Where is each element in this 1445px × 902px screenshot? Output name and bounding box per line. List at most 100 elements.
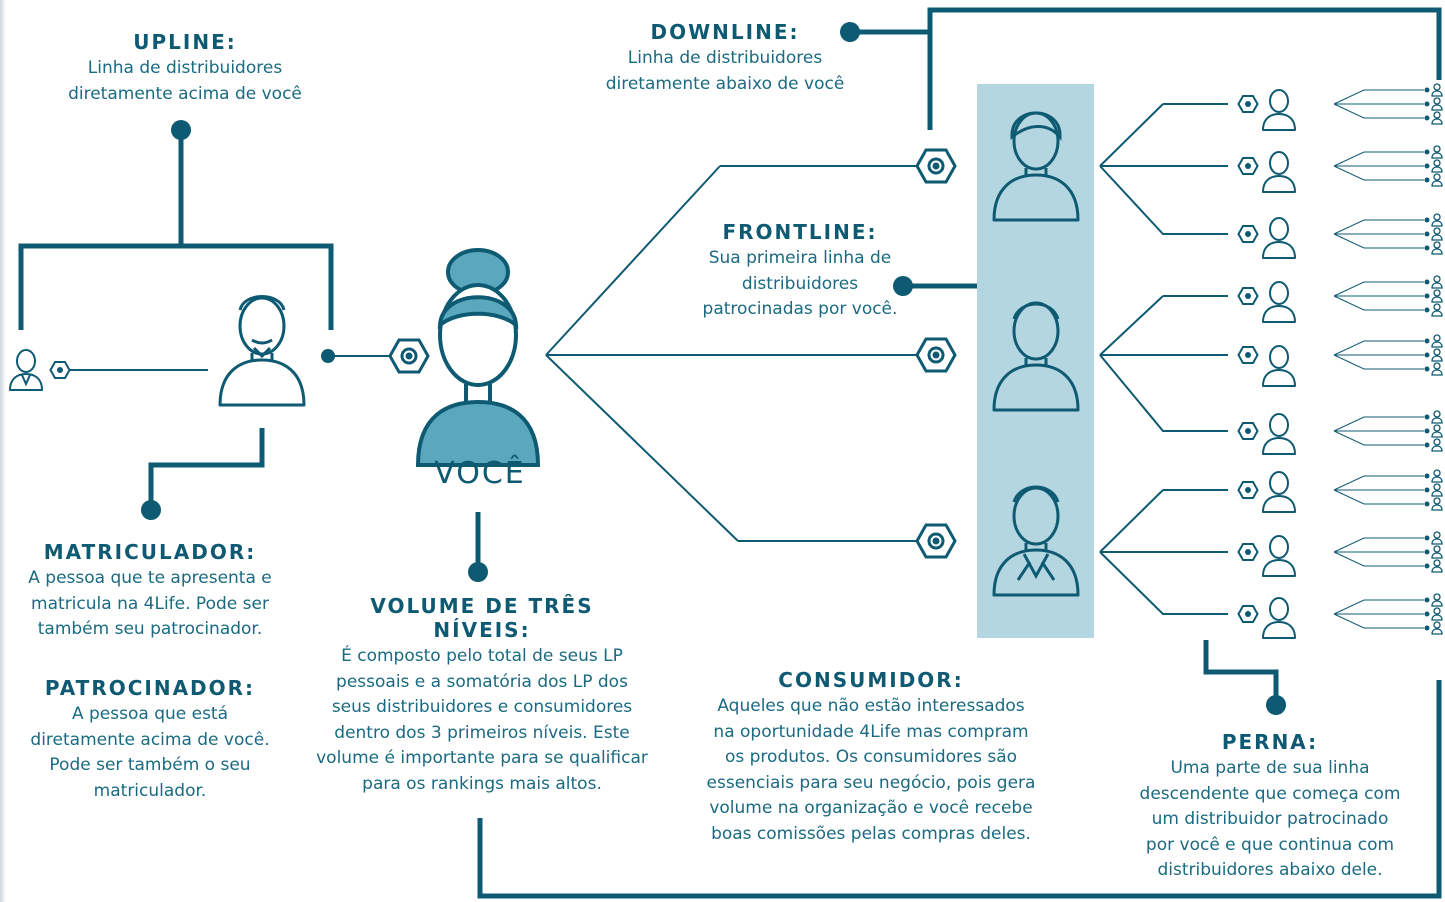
consumidor-desc-4: essenciais para seu negócio, pois gera — [706, 772, 1036, 793]
level-three-line — [1333, 537, 1424, 553]
patrocinador-desc-3: Pode ser também o seu — [49, 755, 251, 775]
tiny-person-icon — [1431, 275, 1443, 289]
level-three-line — [1333, 89, 1424, 105]
matriculador-desc-3: também seu patrocinador. — [37, 619, 263, 639]
businessman-icon — [992, 485, 1080, 597]
level-three-node — [1424, 597, 1430, 603]
tiny-person-icon — [1431, 497, 1443, 511]
frontline-desc-1: Sua primeira linha de — [708, 248, 892, 268]
frontline-fan — [545, 165, 920, 542]
tiny-person-icon — [1431, 593, 1443, 607]
tiny-person-icon — [1431, 213, 1443, 227]
level-three-node — [1424, 163, 1430, 169]
tiny-person-icon — [1431, 559, 1443, 573]
level-two-node — [1237, 95, 1259, 113]
tiny-person-icon — [1431, 410, 1443, 424]
man-icon — [1262, 471, 1296, 513]
matriculador-block: MATRICULADOR: A pessoa que te apresenta … — [4, 540, 296, 643]
level-three-node — [1424, 501, 1430, 507]
volume-desc-2: pessoais e a somatória dos LP dos — [336, 671, 628, 692]
man-mustache-icon — [218, 295, 306, 407]
consumidor-desc-2: na oportunidade 4Life mas compram — [713, 721, 1029, 742]
frontline-node-1 — [915, 148, 957, 184]
volume-title-1: VOLUME DE TRÊS — [370, 594, 594, 618]
frontline-node-2 — [915, 337, 957, 373]
upline-to-you-dot — [321, 349, 335, 363]
young-man-icon — [992, 301, 1080, 412]
level-three-line — [1333, 151, 1424, 167]
level-two-node — [1237, 543, 1259, 561]
bearded-man-icon — [1262, 535, 1296, 577]
tiny-person-icon — [1431, 159, 1443, 173]
level-three-node — [1424, 473, 1430, 479]
matriculador-desc-2: matricula na 4Life. Pode ser — [31, 593, 269, 614]
upline-title: UPLINE: — [133, 30, 237, 54]
volume-desc-3: seus distribuidores e consumidores — [331, 697, 633, 717]
level-three-line — [1333, 599, 1424, 615]
level-three-node — [1424, 338, 1430, 344]
level-three-node — [1424, 366, 1430, 372]
downline-pin-dot — [840, 22, 860, 42]
level-three-line — [1333, 416, 1424, 432]
tiny-person-icon — [1431, 438, 1443, 452]
downline-desc-2: diretamente abaixo de você — [605, 73, 845, 94]
upline-pin-dot — [171, 120, 191, 140]
tiny-person-icon — [1431, 362, 1443, 376]
level-three-node — [1424, 87, 1430, 93]
upline-bracket — [18, 130, 334, 330]
level-three-node — [1424, 177, 1430, 183]
level-three-line — [1333, 475, 1424, 491]
level-three-node — [1424, 279, 1430, 285]
perna-title: PERNA: — [1221, 730, 1319, 754]
perna-desc-5: distribuidores abaixo dele. — [1157, 860, 1383, 880]
level-three-node — [1424, 625, 1430, 631]
level-two-node — [1237, 157, 1259, 175]
level-three-node — [1424, 307, 1430, 313]
level-three-node — [1424, 245, 1430, 251]
perna-desc-3: um distribuidor patrocinado — [1151, 809, 1389, 829]
volume-desc-4: dentro dos 3 primeiros níveis. Este — [334, 722, 630, 743]
man-tie-icon — [1262, 217, 1296, 259]
level-three-node — [1424, 101, 1430, 107]
level-three-line — [1333, 340, 1424, 356]
level-three-node — [1424, 414, 1430, 420]
frontline-desc-2: distribuidores — [741, 273, 859, 294]
volume-block: VOLUME DE TRÊS NÍVEIS: É composto pelo t… — [300, 594, 664, 797]
level-three-line — [1333, 354, 1424, 370]
patrocinador-title: PATROCINADOR: — [44, 676, 256, 700]
patrocinador-desc-1: A pessoa que está — [71, 704, 229, 724]
downline-block: DOWNLINE: Linha de distribuidores direta… — [580, 20, 870, 97]
level-three-line — [1333, 430, 1424, 446]
tiny-person-icon — [1431, 289, 1443, 303]
matriculador-connector — [148, 428, 265, 508]
level-three-fans — [1333, 83, 1443, 635]
level-three-line — [1333, 551, 1424, 567]
level-two-node — [1237, 481, 1259, 499]
frontline-panel — [977, 84, 1094, 638]
tiny-person-icon — [1431, 227, 1443, 241]
level-three-node — [1424, 611, 1430, 617]
level-three-node — [1424, 549, 1430, 555]
level-three-node — [1424, 149, 1430, 155]
tiny-person-icon — [1431, 303, 1443, 317]
woman-long-hair-icon — [1262, 413, 1296, 455]
businessman-icon — [1262, 345, 1296, 387]
level-three-line — [1333, 281, 1424, 297]
perna-desc-4: por você e que continua com — [1145, 834, 1395, 855]
tiny-person-icon — [1431, 531, 1443, 545]
upline-desc-1: Linha de distribuidores — [87, 58, 283, 78]
matriculador-title: MATRICULADOR: — [43, 540, 257, 564]
level-three-line — [1333, 233, 1424, 249]
you-label: VOCÊ — [434, 456, 526, 491]
level-three-line — [1333, 295, 1424, 311]
level-three-node — [1424, 293, 1430, 299]
perna-pin-dot — [1266, 695, 1286, 715]
organization-bracket — [477, 680, 1442, 899]
man-spiky-hair-icon — [1262, 151, 1296, 193]
frontline-block: FRONTLINE: Sua primeira linha de distrib… — [680, 220, 920, 323]
tiny-person-icon — [1431, 145, 1443, 159]
man-glasses-icon — [1262, 597, 1296, 639]
consumidor-desc-5: volume na organização e você recebe — [709, 798, 1033, 818]
you-link-node — [388, 338, 430, 374]
